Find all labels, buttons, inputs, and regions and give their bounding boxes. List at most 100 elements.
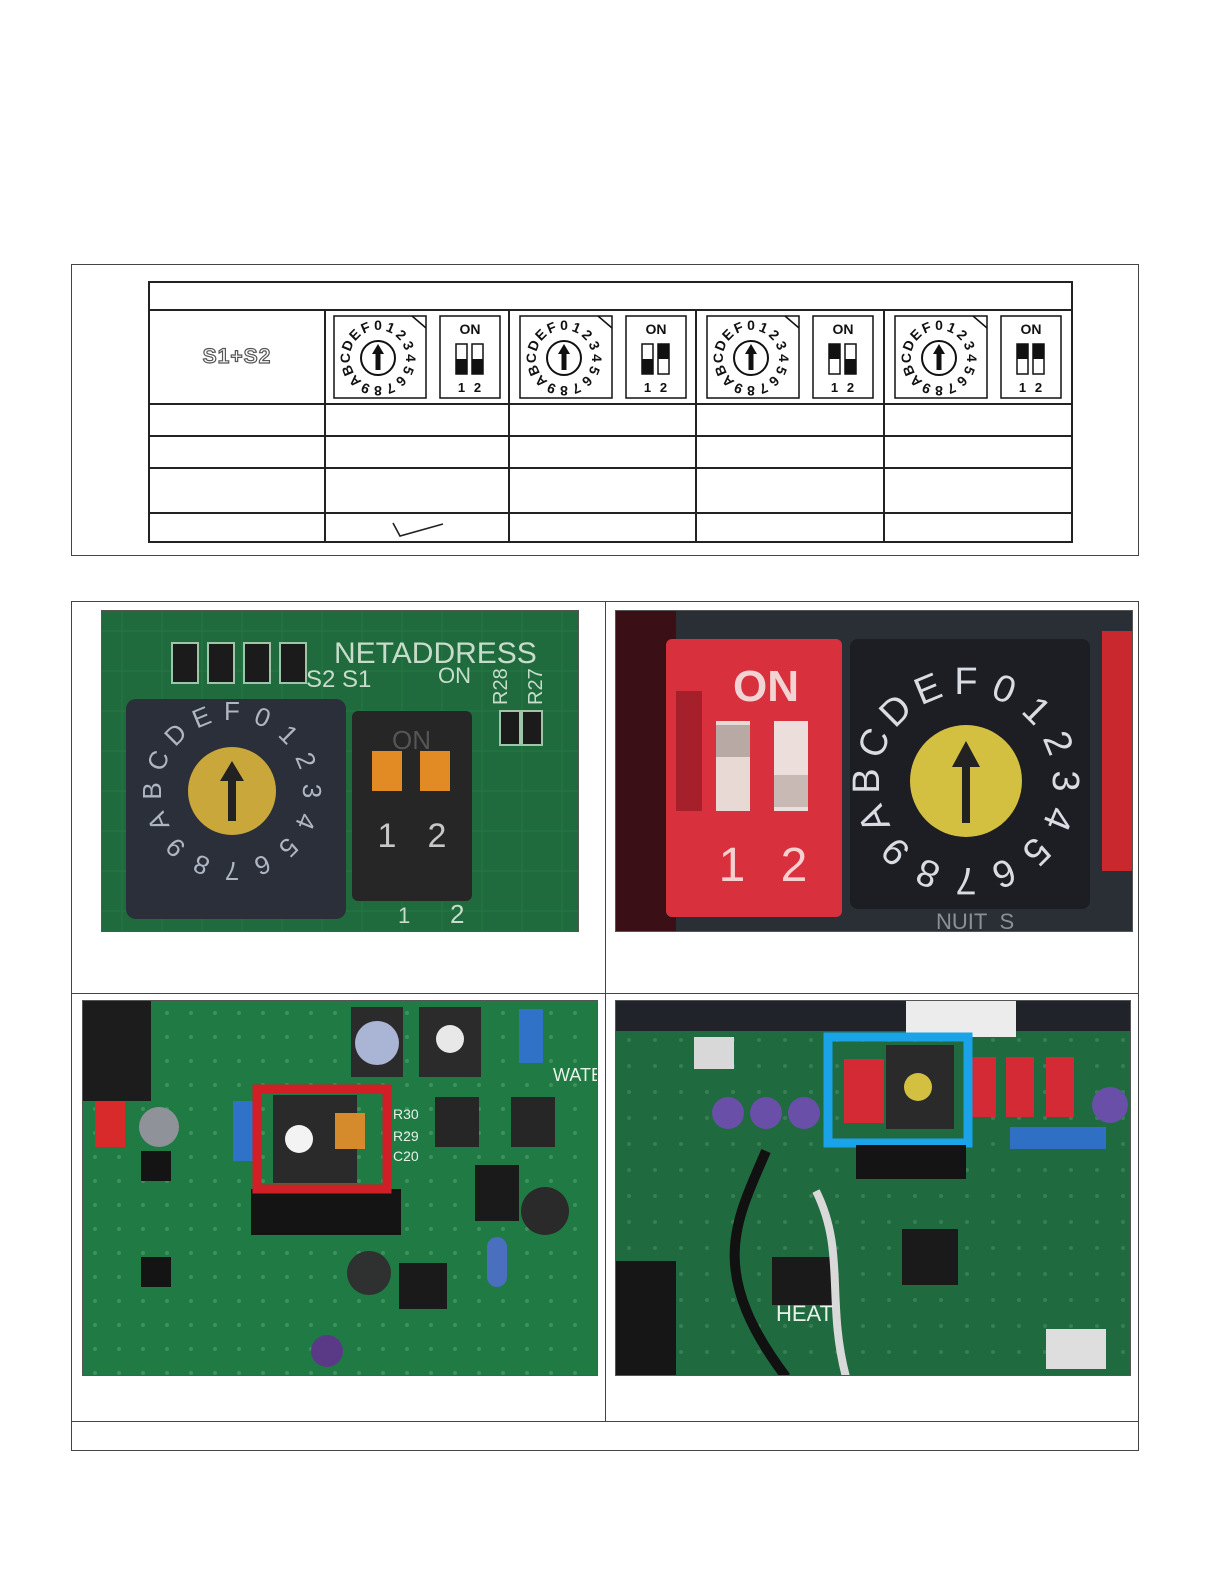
grid-divider (72, 1421, 1138, 1422)
svg-text:B: B (846, 768, 888, 793)
svg-text:ON: ON (438, 663, 471, 688)
svg-text:R28: R28 (490, 668, 512, 705)
table-cell (695, 403, 885, 437)
highlight-box-red (252, 1084, 392, 1194)
table-cell (148, 403, 326, 437)
svg-text:4: 4 (964, 354, 980, 362)
table-cell (148, 512, 326, 543)
svg-text:2: 2 (659, 380, 666, 395)
photo-board-red-highlight: WATER R30 R29 C20 (82, 1000, 598, 1376)
svg-text:1: 1 (378, 817, 397, 855)
table-header-row (147, 281, 1074, 311)
table-cell (508, 467, 697, 514)
svg-text:3: 3 (297, 784, 327, 798)
table-cell (324, 467, 510, 514)
svg-text:C20: C20 (393, 1148, 419, 1164)
svg-text:ON: ON (460, 321, 481, 337)
svg-text:1: 1 (831, 380, 838, 395)
svg-text:4: 4 (776, 354, 792, 362)
table-cell (882, 467, 1074, 514)
svg-text:0: 0 (935, 317, 943, 333)
svg-text:7: 7 (225, 856, 239, 886)
svg-text:ON: ON (733, 662, 799, 711)
svg-text:2: 2 (474, 380, 481, 395)
svg-text:0: 0 (374, 317, 382, 333)
checkmark-cell (324, 512, 510, 543)
svg-text:WATER: WATER (553, 1065, 598, 1085)
table-cell (508, 512, 697, 543)
table-cell (508, 403, 697, 437)
table-cell (695, 467, 885, 514)
svg-text:4: 4 (589, 354, 605, 362)
svg-text:2: 2 (450, 899, 464, 929)
svg-text:8: 8 (747, 383, 755, 399)
grid-divider (605, 602, 606, 1422)
svg-text:R29: R29 (393, 1128, 419, 1144)
svg-text:1: 1 (643, 380, 650, 395)
svg-text:R30: R30 (393, 1106, 419, 1122)
svg-text:1: 1 (1019, 380, 1026, 395)
svg-text:2: 2 (428, 817, 447, 855)
svg-text:F: F (224, 696, 240, 726)
svg-text:1: 1 (719, 839, 746, 892)
highlight-box-blue (823, 1032, 973, 1148)
svg-text:8: 8 (374, 383, 382, 399)
svg-text:7: 7 (955, 859, 976, 901)
table-cell (882, 403, 1074, 437)
table-cell (882, 435, 1074, 469)
svg-text:2: 2 (1035, 380, 1042, 395)
svg-text:B: B (137, 782, 167, 799)
table-cell (882, 512, 1074, 543)
table-cell (148, 467, 326, 514)
svg-text:R27: R27 (525, 668, 547, 705)
table-cell (695, 435, 885, 469)
svg-text:3: 3 (1044, 770, 1086, 791)
svg-text:0: 0 (747, 317, 755, 333)
table-cell (324, 435, 510, 469)
switch-label: S1+S2 (148, 309, 326, 405)
svg-text:C: C (523, 353, 539, 363)
svg-text:C: C (337, 353, 353, 363)
table-cell (695, 512, 885, 543)
table-cell (324, 403, 510, 437)
svg-text:ON: ON (645, 321, 666, 337)
svg-text:NUIT_S: NUIT_S (936, 909, 1014, 932)
svg-text:C: C (710, 353, 726, 363)
check-icon (392, 522, 444, 537)
svg-text:1: 1 (458, 380, 465, 395)
table-cell (148, 435, 326, 469)
svg-text:2: 2 (781, 839, 808, 892)
svg-text:HEAT: HEAT (776, 1301, 833, 1326)
table-cell (508, 435, 697, 469)
photo-board-blue-highlight: HEAT (615, 1000, 1131, 1376)
grid-divider (72, 993, 1138, 994)
svg-text:C: C (898, 353, 914, 363)
svg-text:4: 4 (403, 354, 419, 362)
svg-text:8: 8 (935, 383, 943, 399)
svg-text:S2 S1: S2 S1 (306, 666, 371, 693)
svg-text:2: 2 (847, 380, 854, 395)
netaddress-label: NETADDRESS (334, 637, 537, 670)
svg-text:0: 0 (560, 317, 568, 333)
svg-text:ON: ON (833, 321, 854, 337)
svg-text:1: 1 (398, 903, 410, 928)
svg-text:8: 8 (559, 383, 567, 399)
svg-text:ON: ON (1021, 321, 1042, 337)
